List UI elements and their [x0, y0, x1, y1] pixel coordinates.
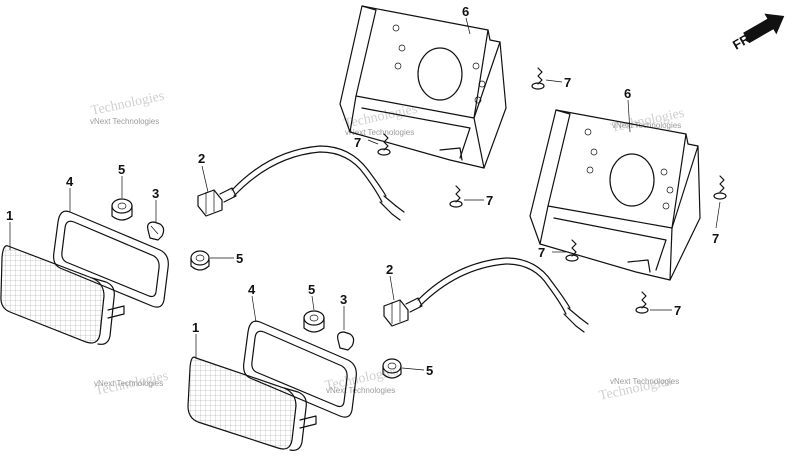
callout-labels: 1 1 2 2 3 3 4 4 5 5 5 5 6 6 7 7 7 7 7 7: [6, 4, 719, 378]
callout-2: 2: [198, 151, 205, 166]
lamp-gasket-right: [243, 320, 357, 418]
socket-harness-right: [383, 257, 589, 333]
watermark-text: vNext Technologies: [612, 121, 681, 130]
callout-3: 3: [152, 186, 159, 201]
callout-1: 1: [192, 320, 199, 335]
callout-4: 4: [66, 174, 74, 189]
watermark: Technologies vNext Technologies Technolo…: [90, 89, 686, 404]
watermark-text: vNext Technologies: [90, 117, 159, 126]
tail-lamp-lens-right: [187, 356, 317, 451]
callout-7: 7: [712, 231, 719, 246]
mounting-bracket-lower: [529, 109, 701, 281]
bulb-right: [337, 331, 355, 351]
grommet: [190, 250, 210, 271]
callout-5: 5: [308, 282, 315, 297]
bulb: [147, 221, 165, 241]
callout-7: 7: [486, 193, 493, 208]
callout-7: 7: [538, 245, 545, 260]
callout-5: 5: [118, 162, 125, 177]
callout-7: 7: [354, 135, 361, 150]
leader-lines: [9, 17, 721, 371]
lamp-gasket-left: [53, 210, 169, 308]
tail-lamp-lens-left: [0, 245, 125, 345]
mounting-bracket-upper: [339, 5, 507, 169]
callout-5: 5: [236, 251, 243, 266]
tapping-screw: [377, 67, 727, 314]
callout-1: 1: [6, 208, 13, 223]
watermark-text: vNext Technologies: [326, 386, 395, 395]
callout-6: 6: [462, 4, 469, 19]
callout-2: 2: [386, 262, 393, 277]
watermark-text: vNext Technologies: [610, 377, 679, 386]
callout-7: 7: [674, 303, 681, 318]
callout-7: 7: [564, 75, 571, 90]
callout-3: 3: [340, 292, 347, 307]
bulb-socket-grommet-right: [303, 310, 325, 333]
callout-4: 4: [248, 282, 256, 297]
callout-6: 6: [624, 86, 631, 101]
grommet-right: [382, 358, 402, 379]
callout-5: 5: [426, 363, 433, 378]
svg-text:Technologies: Technologies: [90, 89, 166, 119]
socket-harness: [197, 145, 405, 221]
bulb-socket-grommet: [111, 198, 133, 221]
watermark-text: vNext Technologies: [345, 128, 414, 137]
front-direction-indicator: FR.: [730, 13, 785, 53]
watermark-text: vNext Technologies: [94, 379, 163, 388]
